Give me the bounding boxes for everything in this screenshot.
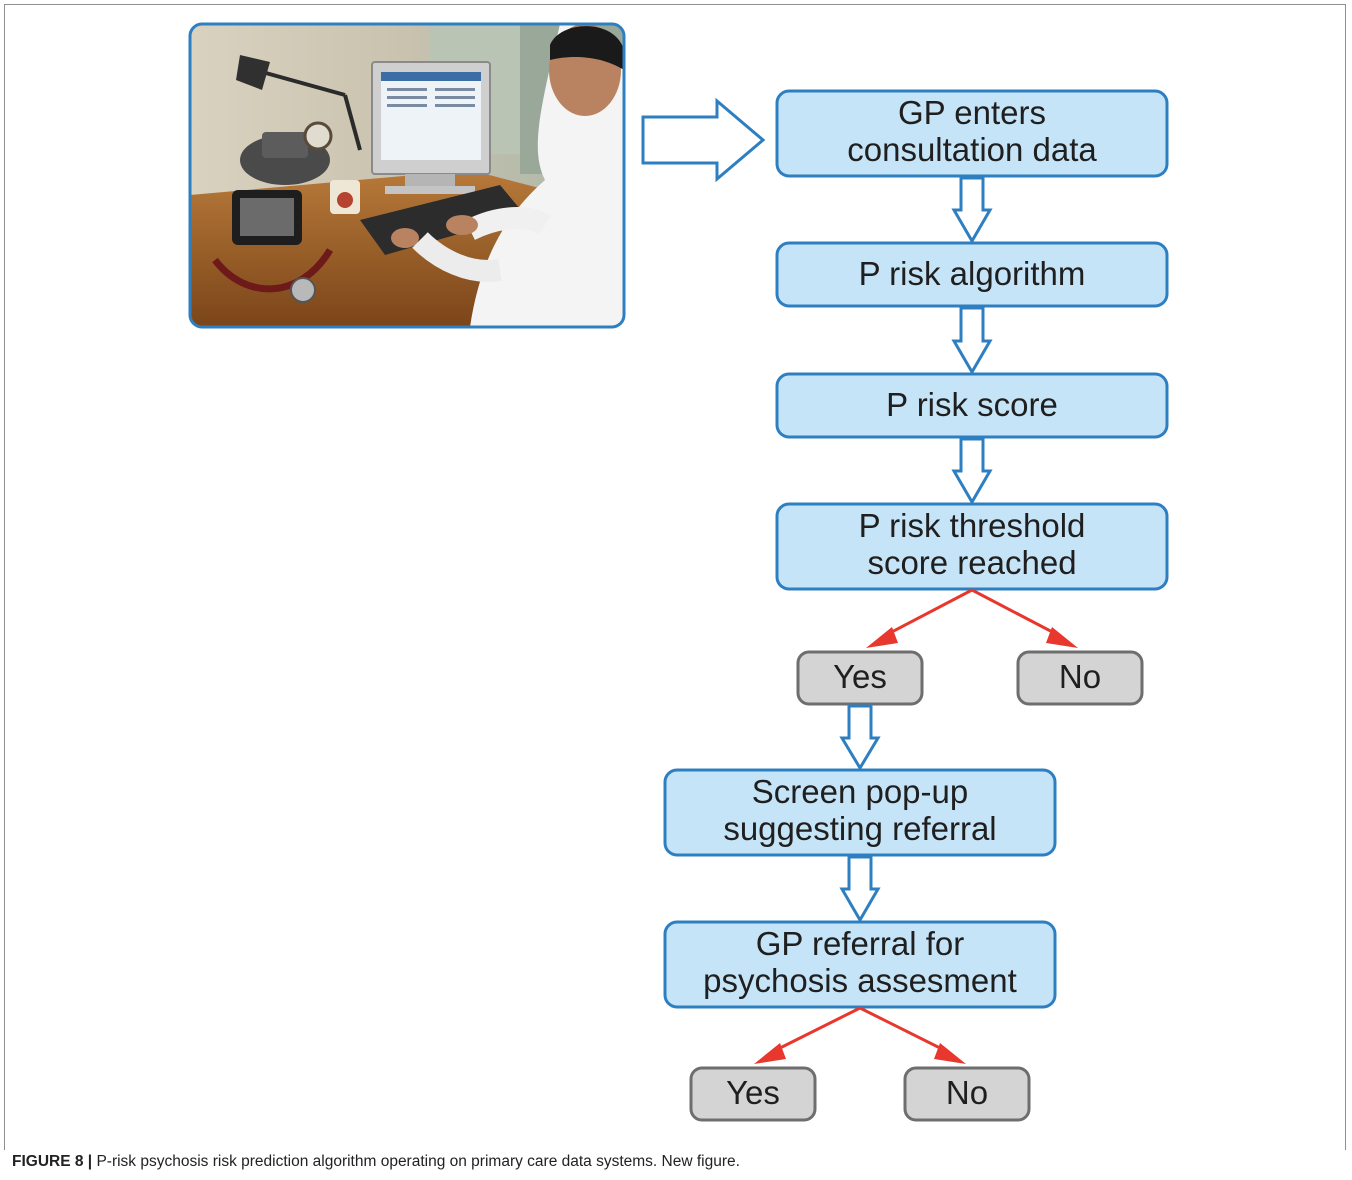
- right-arrow: [641, 97, 766, 183]
- node-text-line: P risk threshold: [859, 507, 1086, 544]
- node-text-line: P risk algorithm: [859, 255, 1086, 292]
- choice-label: No: [946, 1074, 988, 1111]
- choice-no-referral: No: [903, 1066, 1031, 1122]
- branch-arrows-referral: [754, 1006, 966, 1064]
- down-arrow: [951, 306, 993, 375]
- node-text-line: GP referral for: [756, 925, 964, 962]
- node-text-line: consultation data: [847, 131, 1097, 168]
- node-screen-pop-up-suggesting-referral: Screen pop-up suggesting referral: [663, 768, 1057, 857]
- choice-no-threshold: No: [1016, 650, 1144, 706]
- gp-at-desk-photo: [188, 22, 626, 329]
- node-p-risk-score: P risk score: [775, 372, 1169, 439]
- figure-caption: FIGURE 8 | P-risk psychosis risk predict…: [12, 1153, 1342, 1171]
- down-arrow: [839, 704, 881, 771]
- node-text-line: GP enters: [898, 94, 1046, 131]
- choice-label: Yes: [726, 1074, 780, 1111]
- node-p-risk-algorithm: P risk algorithm: [775, 241, 1169, 308]
- caption-text: P-risk psychosis risk prediction algorit…: [92, 1153, 740, 1170]
- node-text-line: score reached: [867, 544, 1076, 581]
- choice-yes-referral: Yes: [689, 1066, 817, 1122]
- node-p-risk-threshold-score-reached: P risk threshold score reached: [775, 502, 1169, 591]
- choice-label: No: [1059, 658, 1101, 695]
- node-text-line: psychosis assesment: [703, 962, 1017, 999]
- choice-label: Yes: [833, 658, 887, 695]
- node-text-line: Screen pop-up: [752, 773, 968, 810]
- node-gp-referral-for-psychosis-assesment: GP referral for psychosis assesment: [663, 920, 1057, 1009]
- node-gp-enters-consultation-data: GP enters consultation data: [775, 89, 1169, 178]
- branch-arrows-threshold: [866, 588, 1078, 648]
- node-text-line: suggesting referral: [723, 810, 996, 847]
- choice-yes-threshold: Yes: [796, 650, 924, 706]
- flowchart: GP enters consultation data P risk algor…: [188, 22, 1169, 1122]
- down-arrow: [839, 855, 881, 923]
- node-text-line: P risk score: [886, 386, 1058, 423]
- caption-label: FIGURE 8 |: [12, 1153, 93, 1170]
- down-arrow: [951, 437, 993, 505]
- down-arrow: [951, 176, 993, 244]
- figure-frame: [4, 4, 1346, 1150]
